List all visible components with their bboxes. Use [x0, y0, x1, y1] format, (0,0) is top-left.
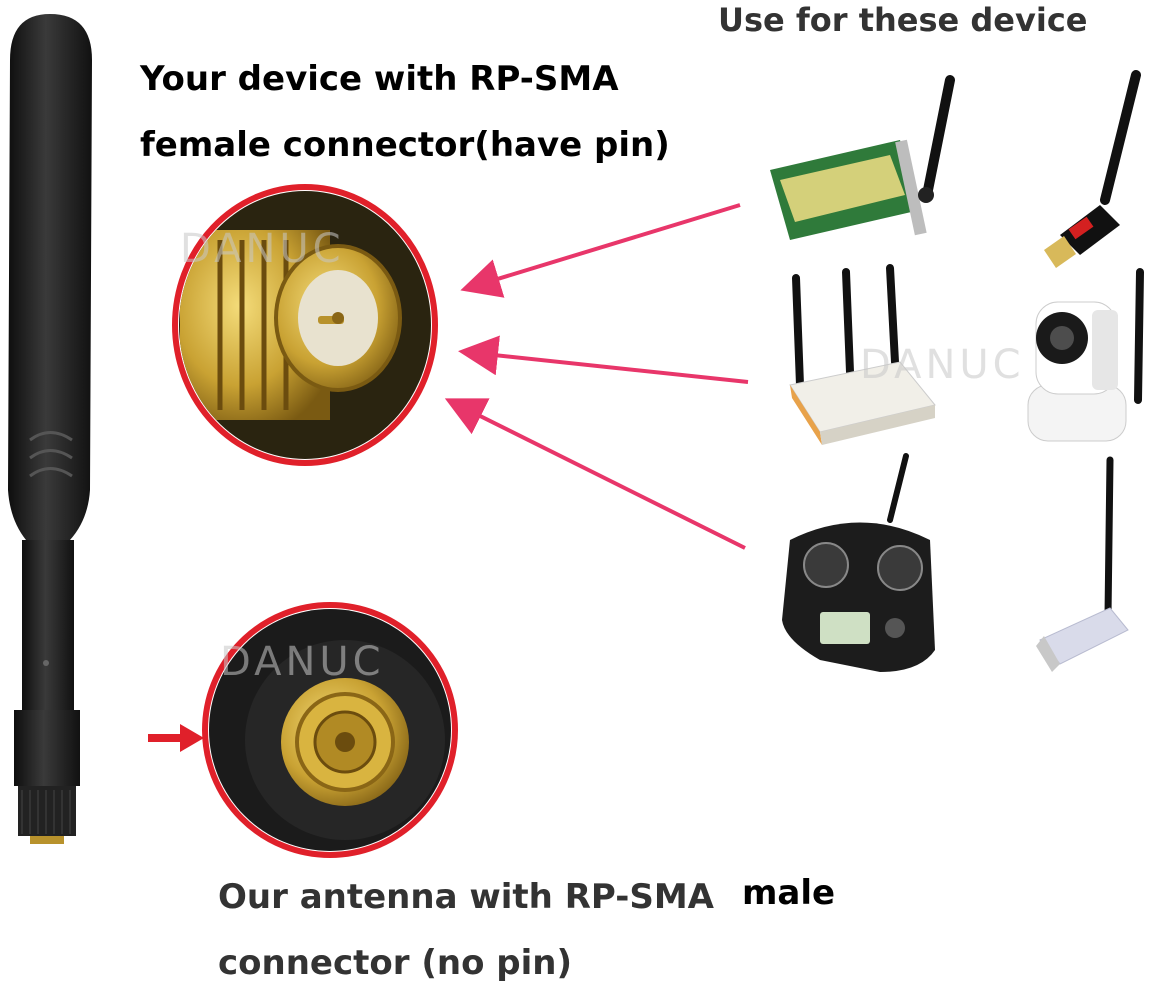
- rc-transmitter-icon: [782, 453, 935, 672]
- device-connector-label-line1: Your device with RP-SMA: [140, 59, 619, 99]
- antenna-label-line2: connector (no pin): [218, 943, 573, 983]
- watermark-2: DANUC: [860, 342, 1025, 388]
- pointer-arrows: [444, 203, 749, 550]
- male-arrow-icon: [148, 724, 204, 752]
- male-connector-icon: [202, 602, 458, 858]
- antenna-icon: [8, 14, 92, 844]
- antenna-label-line1: Our antenna with RP-SMA: [218, 877, 714, 917]
- device-connector-label-line2: female connector(have pin): [140, 125, 670, 165]
- use-for-heading: Use for these device: [718, 1, 1088, 39]
- usb-adapter-icon: [1044, 70, 1141, 268]
- female-connector-icon: [172, 184, 438, 466]
- router-icon: [789, 264, 936, 445]
- pci-card-icon: [770, 75, 955, 240]
- usb-wifi-adapter-icon: [1036, 456, 1129, 672]
- watermark-3: DANUC: [220, 639, 385, 685]
- antenna-label-male: male: [742, 873, 836, 913]
- watermark-1: DANUC: [180, 226, 345, 272]
- ip-camera-icon: [1027, 268, 1144, 442]
